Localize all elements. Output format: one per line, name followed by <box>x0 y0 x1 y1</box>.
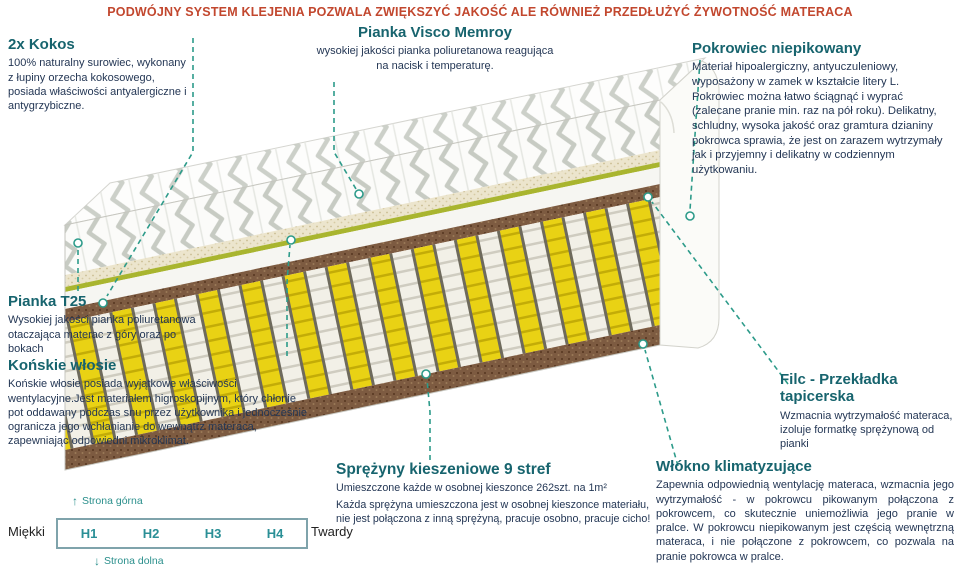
connector-wlokno <box>644 349 679 467</box>
firmness-level-h2: H2 <box>142 526 160 541</box>
connector-sprezyny-dot <box>421 369 431 379</box>
label-sprezyny: Sprężyny kieszeniowe 9 stref Umieszczone… <box>336 461 658 527</box>
mattress-cross-section <box>64 99 661 471</box>
connector-t25-dot <box>73 238 83 248</box>
wlosie-body: Końskie włosie posiada wyjątkowe właściw… <box>8 378 308 448</box>
filc-body: Wzmacnia wytrzymałość materaca, izoluje … <box>780 409 953 451</box>
up-arrow-icon: ↑ <box>72 494 78 508</box>
firmness-level-h1: H1 <box>80 526 98 541</box>
top-side-label: Strona górna <box>82 495 143 507</box>
top-side-note: ↑ Strona górna <box>72 494 143 508</box>
sprezyny-title: Sprężyny kieszeniowe 9 stref <box>336 461 551 478</box>
connector-kokos-dot <box>98 298 108 308</box>
visco-body: wysokiej jakości pianka poliuretanowa re… <box>316 45 554 72</box>
connector-sprezyny <box>426 378 431 460</box>
connector-filc-dot <box>643 192 653 202</box>
wlokno-title: Włókno klimatyzujące <box>656 458 812 475</box>
wlosie-title: Końskie włosie <box>8 357 117 374</box>
connector-visco-dot <box>354 189 364 199</box>
label-pokrowiec: Pokrowiec niepikowany Materiał hipoalerg… <box>692 40 952 178</box>
hard-label: Twardy <box>311 524 353 539</box>
label-konskie-wlosie: Końskie włosie Końskie włosie posiada wy… <box>8 357 312 449</box>
label-wlokno: Włókno klimatyzujące Zapewnia odpowiedni… <box>656 458 954 564</box>
visco-title: Pianka Visco Memroy <box>358 24 512 41</box>
down-arrow-icon: ↓ <box>94 554 100 568</box>
layer-coconut-bottom <box>65 325 660 470</box>
layer-green-foam <box>65 162 660 292</box>
page-title: PODWÓJNY SYSTEM KLEJENIA POZWALA ZWIĘKSZ… <box>107 5 853 19</box>
layer-coconut-top <box>65 184 660 322</box>
kokos-body: 100% naturalny surowiec, wykonany z łupi… <box>8 57 187 113</box>
layer-pocket-springs <box>65 197 660 450</box>
kokos-title: 2x Kokos <box>8 36 75 53</box>
wlokno-body: Zapewnia odpowiednią wentylację materaca… <box>656 479 954 563</box>
firmness-level-h4: H4 <box>266 526 284 541</box>
filc-title: Filc - Przekładka tapicerska <box>780 371 898 406</box>
connector-wlosie <box>286 244 291 356</box>
connector-kokos <box>106 38 194 297</box>
connector-wlokno-dot <box>638 339 648 349</box>
firmness-level-h3: H3 <box>204 526 222 541</box>
connector-lines <box>73 38 789 467</box>
t25-title: Pianka T25 <box>8 293 87 310</box>
label-pianka-visco: Pianka Visco Memroy wysokiej jakości pia… <box>315 24 555 73</box>
bottom-side-label: Strona dolna <box>104 555 164 567</box>
sprezyny-body-1: Umieszczone każde w osobnej kieszonce 26… <box>336 481 607 494</box>
pokrowiec-body: Materiał hipoalergiczny, antyuczuleniowy… <box>692 61 943 176</box>
connector-pokrowiec <box>689 59 701 211</box>
connector-filc <box>651 201 789 385</box>
layer-white-foam <box>65 167 660 309</box>
connector-pokrowiec-dot <box>685 211 695 221</box>
mattress-cover-drape <box>659 60 720 349</box>
label-filc: Filc - Przekładka tapicerska Wzmacnia wy… <box>780 371 954 451</box>
t25-body: Wysokiej jakości pianka poliuretanowa ot… <box>8 314 196 355</box>
sprezyny-body-2: Każda sprężyna umieszczona jest w osobne… <box>336 498 651 525</box>
firmness-levels-box: H1 H2 H3 H4 <box>56 518 308 549</box>
label-2x-kokos: 2x Kokos 100% naturalny surowiec, wykona… <box>8 36 194 113</box>
connector-wlosie-dot <box>286 235 296 245</box>
bottom-side-note: ↓ Strona dolna <box>94 554 164 568</box>
layer-horsehair <box>65 150 660 287</box>
pokrowiec-title: Pokrowiec niepikowany <box>692 40 862 57</box>
soft-label: Miękki <box>8 524 45 539</box>
firmness-scale: ↑ Strona górna Miękki H1 H2 H3 H4 Twardy… <box>8 492 353 576</box>
label-pianka-t25: Pianka T25 Wysokiej jakości pianka poliu… <box>8 293 208 356</box>
